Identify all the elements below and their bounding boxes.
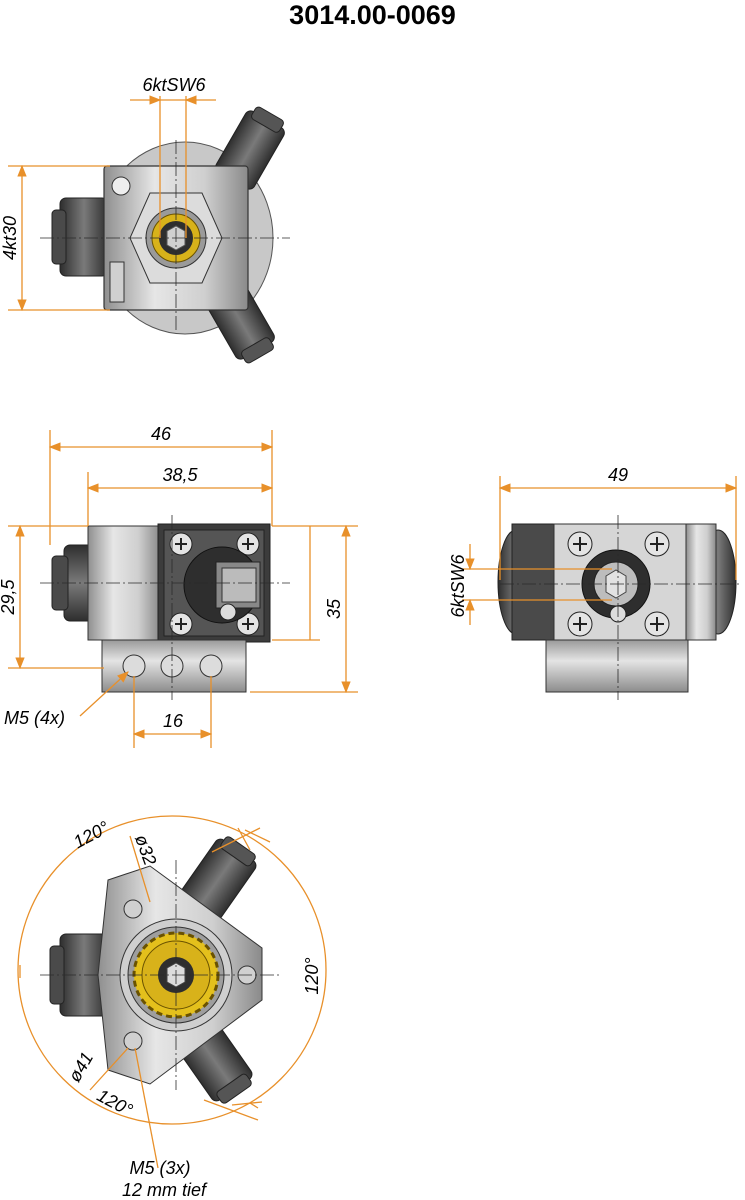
screw-icon xyxy=(644,531,670,557)
bottom-view xyxy=(40,836,280,1104)
thread-note-depth: 12 mm tief xyxy=(122,1180,208,1200)
thread-note-m5-4x: M5 (4x) xyxy=(4,708,65,728)
side-view xyxy=(497,515,740,700)
side-view-dimensions: 49 6ktSW6 xyxy=(448,465,738,625)
dim-38-5: 38,5 xyxy=(162,465,198,485)
screw-icon xyxy=(169,612,193,636)
screw-icon xyxy=(567,611,593,637)
dim-6ktsw6-side: 6ktSW6 xyxy=(448,554,468,618)
front-view xyxy=(40,515,290,700)
top-view xyxy=(40,106,290,364)
dim-4kt30: 4kt30 xyxy=(0,216,20,260)
screw-icon xyxy=(236,532,260,556)
dim-6ktsw6-top: 6ktSW6 xyxy=(142,75,206,95)
screw-icon xyxy=(567,531,593,557)
angle-120-right: 120° xyxy=(302,957,322,994)
dim-49: 49 xyxy=(608,465,628,485)
dia-41: ø41 xyxy=(64,1049,97,1086)
screw-icon xyxy=(644,611,670,637)
thread-note-m5-3x: M5 (3x) xyxy=(129,1158,190,1178)
dim-35: 35 xyxy=(324,598,344,619)
drawing-title: 3014.00-0069 xyxy=(289,0,456,30)
screw-icon xyxy=(236,612,260,636)
top-view-dimensions: 6ktSW6 4kt30 xyxy=(0,75,216,312)
screw-icon xyxy=(169,532,193,556)
angle-120-bottom: 120° xyxy=(94,1085,136,1120)
dim-46: 46 xyxy=(151,424,172,444)
dia-32: ø32 xyxy=(131,832,160,868)
front-view-dimensions: 46 38,5 29,5 35 16 M5 (4x) xyxy=(0,424,358,748)
dim-29-5: 29,5 xyxy=(0,579,18,616)
dim-16: 16 xyxy=(163,711,184,731)
angle-120-top: 120° xyxy=(70,817,112,852)
